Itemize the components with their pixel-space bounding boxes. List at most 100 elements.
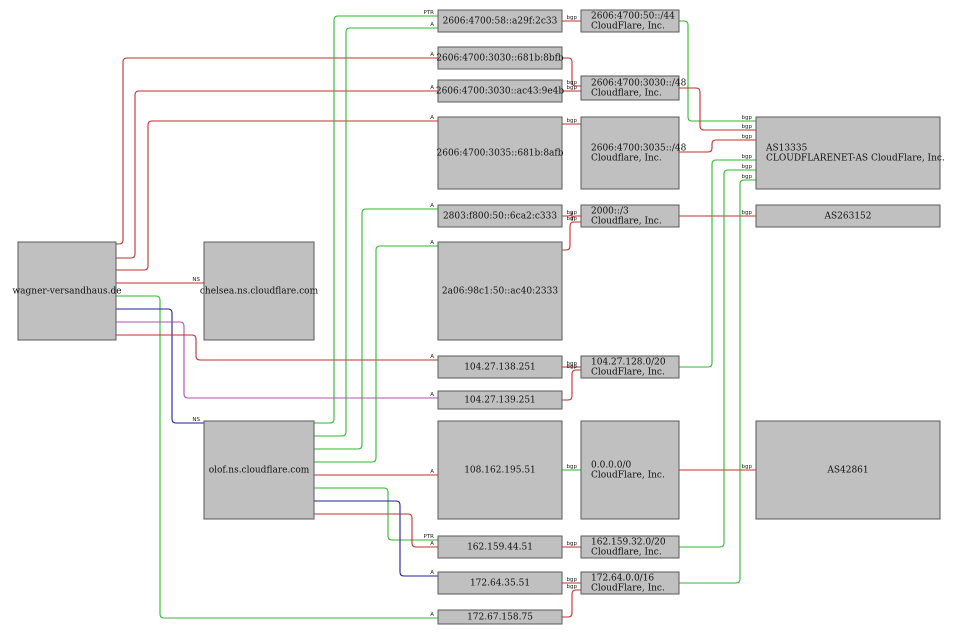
edge-label: A xyxy=(430,85,434,91)
edge-pfx_3035_48-as13335 xyxy=(679,139,756,153)
edge-label: bgp xyxy=(567,364,578,370)
node-label: CloudFlare, Inc. xyxy=(591,368,665,378)
edge-olof-ip6_a29f xyxy=(314,27,438,437)
edge-label: A xyxy=(430,115,434,121)
node-ip4_172_67[interactable]: 172.67.158.75 xyxy=(437,609,563,625)
node-label: 162.159.32.0/20 xyxy=(591,538,666,548)
node-box xyxy=(437,204,563,228)
node-label: 2606:4700:3030::/48 xyxy=(591,79,687,89)
edge-pfx_3030_48-as13335 xyxy=(679,87,756,131)
node-box xyxy=(437,79,563,103)
edge-label: A xyxy=(430,469,434,475)
edge-label: A xyxy=(430,541,434,547)
node-box xyxy=(580,116,680,190)
node-label: 104.27.138.251 xyxy=(464,363,536,373)
edge-label: bgp xyxy=(567,541,578,547)
edge-label: bgp xyxy=(567,210,578,216)
node-ip6_ac439e4b[interactable]: 2606:4700:3030::ac43:9e4b xyxy=(436,79,565,103)
edge-label: bgp xyxy=(567,464,578,470)
node-box xyxy=(437,355,563,379)
edge-label: A xyxy=(430,392,434,398)
edge-ip6_681b8bfb-pfx_3030_48 xyxy=(562,57,581,87)
edge-olof-ip6_a29f xyxy=(314,15,438,424)
node-box xyxy=(580,571,680,595)
node-label: Cloudflare, Inc. xyxy=(591,548,662,558)
node-label: 172.64.0.0/16 xyxy=(591,574,654,584)
node-label: 162.159.44.51 xyxy=(467,543,533,553)
node-ip6_681b8afb[interactable]: 2606:4700:3035::681b:8afb xyxy=(437,116,564,190)
edge-label: A xyxy=(430,354,434,360)
edge-label: bgp xyxy=(742,115,753,121)
edge-label: bgp xyxy=(567,584,578,590)
edge-olof-ip6_2803 xyxy=(314,208,438,450)
edge-label: bgp xyxy=(567,80,578,86)
node-as263152[interactable]: AS263152 xyxy=(755,204,941,228)
edge-pfx_104_20-as13335 xyxy=(679,159,756,368)
node-box xyxy=(755,116,941,190)
edge-label: NS xyxy=(192,417,200,423)
node-label: CLOUDFLARENET-AS CloudFlare, Inc. xyxy=(766,154,945,164)
edge-wagner-ip6_681b8afb xyxy=(116,120,438,271)
node-label: 2606:4700:50::/44 xyxy=(591,12,675,22)
node-ip6_681b8bfb[interactable]: 2606:4700:3030::681b:8bfb xyxy=(436,46,564,70)
node-ip4_104_139[interactable]: 104.27.139.251 xyxy=(437,390,563,410)
edge-label: A xyxy=(430,612,434,618)
node-label: Cloudflare, Inc. xyxy=(591,89,662,99)
edge-label: bgp xyxy=(742,210,753,216)
edge-ip6_2a06-pfx_2000_3 xyxy=(562,221,581,251)
node-as42861[interactable]: AS42861 xyxy=(755,420,941,520)
edge-olof-ip6_2a06 xyxy=(314,245,438,463)
node-ip4_172_64[interactable]: 172.64.35.51 xyxy=(437,571,563,595)
node-ip4_108[interactable]: 108.162.195.51 xyxy=(437,420,563,520)
node-ip4_162[interactable]: 162.159.44.51 xyxy=(437,535,563,559)
edge-label: bgp xyxy=(567,216,578,222)
node-ip6_2a06[interactable]: 2a06:98c1:50::ac40:2333 xyxy=(437,241,563,341)
node-label: 2606:4700:3030::681b:8bfb xyxy=(436,54,564,64)
edge-wagner-ip4_104_139 xyxy=(116,321,438,399)
edge-wagner-olof xyxy=(116,308,204,424)
edge-label: A xyxy=(430,52,434,58)
node-ip6_a29f[interactable]: 2606:4700:58::a29f:2c33 xyxy=(437,9,563,33)
edge-olof-ip4_172_64 xyxy=(314,500,438,577)
edge-olof-ip4_162 xyxy=(314,513,438,548)
node-label: CloudFlare, Inc. xyxy=(591,584,665,594)
node-box xyxy=(437,241,563,341)
edge-wagner-ip4_172_67 xyxy=(116,295,438,619)
node-label: 2606:4700:3035::681b:8afb xyxy=(437,149,564,159)
node-chelsea[interactable]: chelsea.ns.cloudflare.com xyxy=(200,241,319,341)
node-label: chelsea.ns.cloudflare.com xyxy=(200,287,319,297)
nodes-layer: wagner-versandhaus.de chelsea.ns.cloudfla… xyxy=(12,9,945,625)
edge-label: A xyxy=(430,570,434,576)
node-label: CloudFlare, Inc. xyxy=(591,471,665,481)
node-label: AS42861 xyxy=(826,466,868,476)
edge-label: bgp xyxy=(567,118,578,124)
node-ip6_2803[interactable]: 2803:f800:50::6ca2:c333 xyxy=(437,204,563,228)
edge-pfx_58_44-as13335 xyxy=(679,20,756,122)
edge-label: A xyxy=(430,22,434,28)
node-label: 2606:4700:58::a29f:2c33 xyxy=(443,17,558,27)
edge-ip4_104_139-pfx_104_20 xyxy=(562,369,581,401)
node-label: 2a06:98c1:50::ac40:2333 xyxy=(442,287,558,297)
node-box xyxy=(437,390,563,410)
node-box xyxy=(580,9,680,33)
node-label: 172.67.158.75 xyxy=(467,613,533,623)
edges-layer: AAANSANSAAPTRAAAAPTRAAbgpbgpbgpbgpbgpbgp… xyxy=(116,10,756,619)
node-label: 108.162.195.51 xyxy=(464,466,536,476)
edge-label: bgp xyxy=(742,134,753,140)
edge-wagner-ip6_ac439e4b xyxy=(116,90,438,259)
node-label: CloudFlare, Inc. xyxy=(591,22,665,32)
node-label: 2606:4700:3030::ac43:9e4b xyxy=(436,87,565,97)
edge-label: bgp xyxy=(742,154,753,160)
node-ip4_104_138[interactable]: 104.27.138.251 xyxy=(437,355,563,379)
node-olof[interactable]: olof.ns.cloudflare.com xyxy=(203,420,315,520)
node-wagner[interactable]: wagner-versandhaus.de xyxy=(12,241,122,341)
